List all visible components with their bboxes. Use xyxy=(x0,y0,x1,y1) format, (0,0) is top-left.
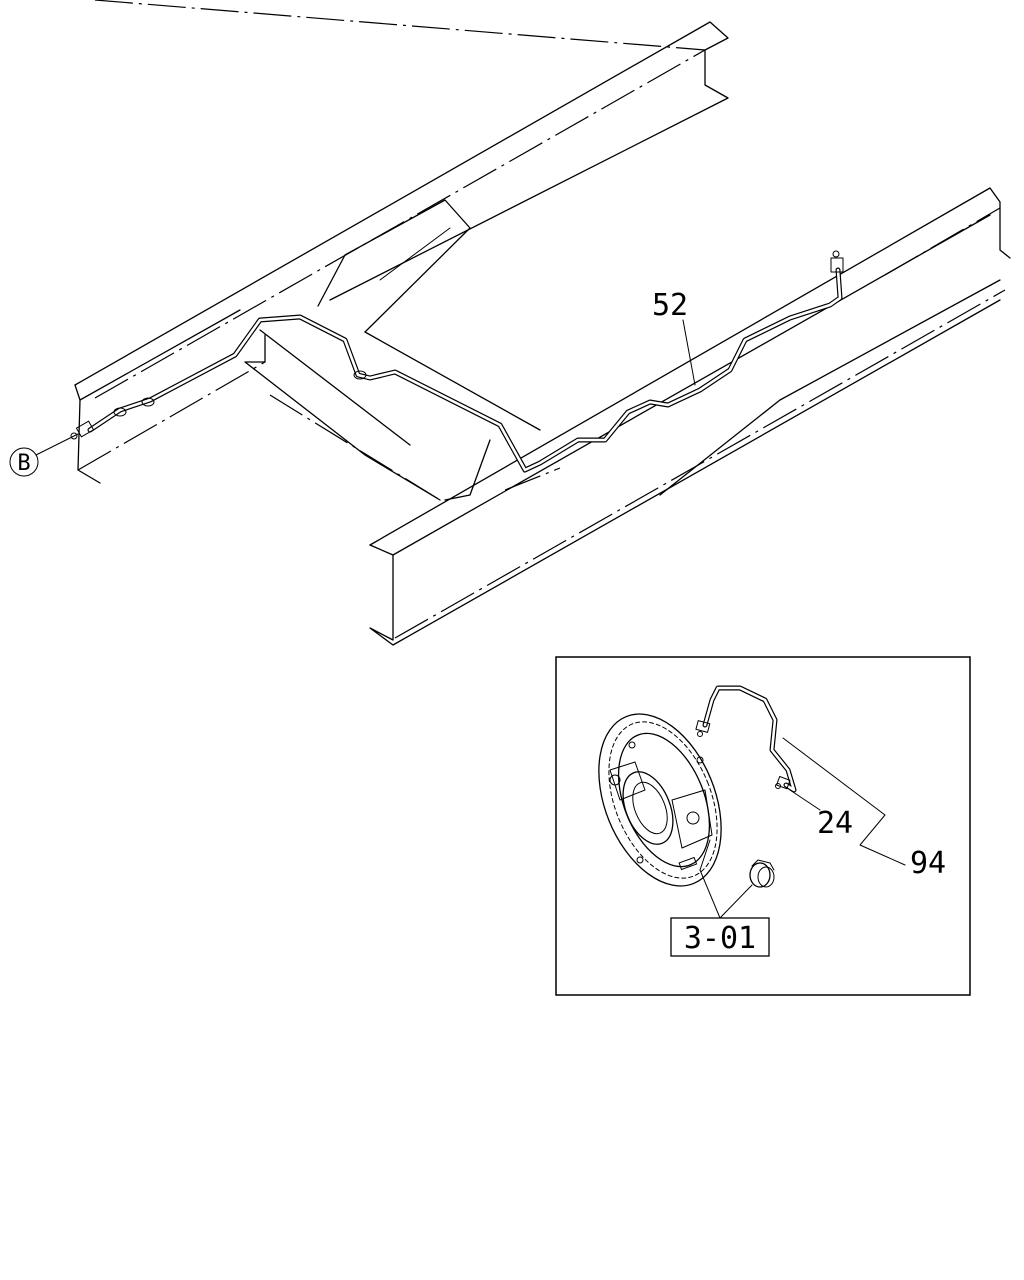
wheel-brake-pipe[interactable] xyxy=(695,685,797,793)
brake-backing-plate[interactable] xyxy=(575,696,744,904)
inset-border xyxy=(555,656,971,996)
grommet-plug[interactable] xyxy=(749,859,775,888)
callout-b[interactable]: B xyxy=(9,433,79,477)
callout-b-label: B xyxy=(17,451,30,476)
pipe-end-fitting-right xyxy=(830,250,844,273)
callout-b-circle xyxy=(9,447,39,477)
callout-3-01-label: 3-01 xyxy=(684,921,756,956)
pipe-flare-nut-lower xyxy=(775,776,791,790)
cross-member xyxy=(244,199,541,501)
right-side-rail xyxy=(369,187,1011,646)
brake-pipe[interactable] xyxy=(70,250,844,473)
callout-24[interactable]: 24 xyxy=(789,789,853,841)
callout-94-label: 94 xyxy=(910,846,946,881)
callout-52[interactable]: 52 xyxy=(652,288,696,386)
callout-3-01[interactable]: 3-01 xyxy=(670,869,770,957)
callout-52-label: 52 xyxy=(652,288,688,323)
chassis-frame xyxy=(74,0,1011,646)
pipe-end-fitting-left xyxy=(70,420,95,440)
callout-94[interactable]: 94 xyxy=(782,737,946,881)
callout-3-01-box xyxy=(670,917,770,957)
pipe-flare-nut-upper xyxy=(695,720,711,737)
callout-24-label: 24 xyxy=(817,806,853,841)
left-side-rail xyxy=(74,0,729,484)
detail-inset: 24 94 3-01 xyxy=(555,656,971,996)
